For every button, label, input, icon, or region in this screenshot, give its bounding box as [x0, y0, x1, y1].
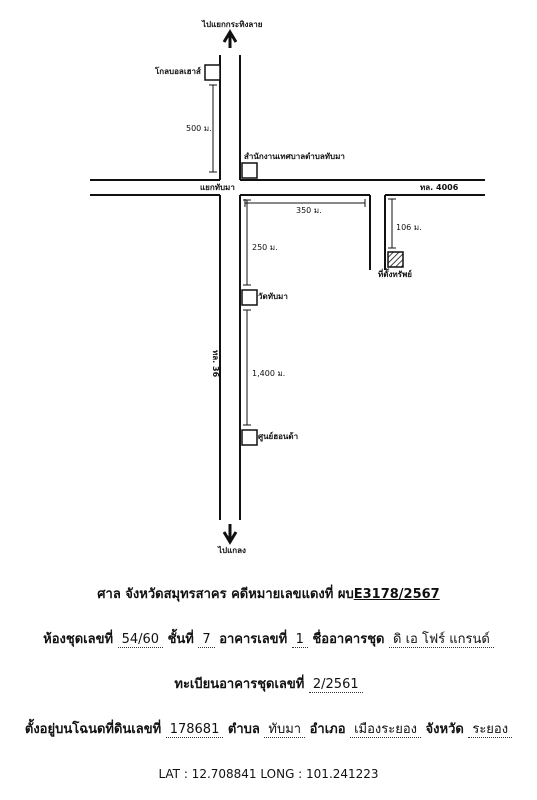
deed-label: ตั้งอยู่บนโฉนดที่ดินเลขที่ [24, 722, 162, 737]
municipal-office-label: สำนักงานเทศบาลตำบลทับมา [244, 152, 345, 161]
district-name: เมืองระยอง [350, 722, 421, 738]
room-number: 54/60 [117, 632, 164, 648]
property-label: ที่ตั้งทรัพย์ [378, 270, 412, 279]
deed-number: 178681 [165, 722, 224, 738]
registry-label: ทะเบียนอาคารชุดเลขที่ [174, 677, 305, 692]
building-number: 1 [291, 632, 308, 648]
property-marker [387, 251, 404, 268]
distance-350-label: 350 ม. [296, 206, 322, 215]
distance-line-250 [243, 199, 251, 286]
district-label: อำเภอ [309, 722, 346, 737]
province-label: จังหวัด [425, 722, 464, 737]
coordinates: LAT : 12.708841 LONG : 101.241223 [158, 767, 379, 781]
road-36-label: ทล. 36 [211, 350, 220, 378]
golf-house-marker [204, 64, 221, 81]
case-number: E3178/2567 [353, 587, 440, 602]
north-destination-label: ไปแยกกระทิงลาย [202, 20, 263, 29]
north-arrow [222, 29, 238, 48]
distance-106-label: 106 ม. [396, 223, 422, 232]
mall-marker [241, 429, 258, 446]
floor-number: 7 [198, 632, 215, 648]
golf-house-label: โกลบอลเฮาส์ [155, 67, 201, 76]
deed-location-line: ตั้งอยู่บนโฉนดที่ดินเลขที่ 178681 ตำบล ท… [0, 718, 537, 739]
distance-1400-label: 1,400 ม. [252, 369, 286, 378]
subdistrict-name: ทับมา [264, 722, 306, 738]
registry-number: 2/2561 [308, 677, 363, 693]
road-4006-label: ทล. 4006 [420, 183, 459, 192]
room-info-line: ห้องชุดเลขที่ 54/60 ชั้นที่ 7 อาคารเลขที… [0, 628, 537, 649]
south-arrow [222, 524, 238, 545]
mall-label: ศูนย์ฮอนด้า [258, 432, 299, 441]
municipal-office-marker [241, 162, 258, 179]
distance-500-label: 500 ม. [186, 124, 212, 133]
building-name-label: ชื่ออาคารชุด [312, 632, 385, 647]
junction-label: แยกทับมา [200, 183, 235, 192]
floor-label: ชั้นที่ [167, 632, 194, 647]
distance-line-1400 [243, 309, 251, 426]
location-map [90, 29, 485, 545]
south-destination-label: ไปแกลง [218, 546, 246, 555]
subdistrict-label: ตำบล [227, 722, 260, 737]
court-case-prefix: ศาล จังหวัดสมุทรสาคร คดีหมายเลขแดงที่ ผบ [97, 587, 354, 602]
building-name: ดิ เอ โฟร์ แกรนด์ [389, 632, 494, 648]
temple-label: วัดทับมา [258, 292, 288, 301]
province-name: ระยอง [468, 722, 513, 738]
distance-line-106 [388, 198, 396, 249]
registry-line: ทะเบียนอาคารชุดเลขที่ 2/2561 [0, 673, 537, 694]
room-no-label: ห้องชุดเลขที่ [43, 632, 114, 647]
court-case-line: ศาล จังหวัดสมุทรสาคร คดีหมายเลขแดงที่ ผบ… [0, 583, 537, 604]
distance-250-label: 250 ม. [252, 243, 278, 252]
distance-line-500 [209, 84, 217, 173]
temple-marker [241, 289, 258, 306]
building-no-label: อาคารเลขที่ [219, 632, 288, 647]
